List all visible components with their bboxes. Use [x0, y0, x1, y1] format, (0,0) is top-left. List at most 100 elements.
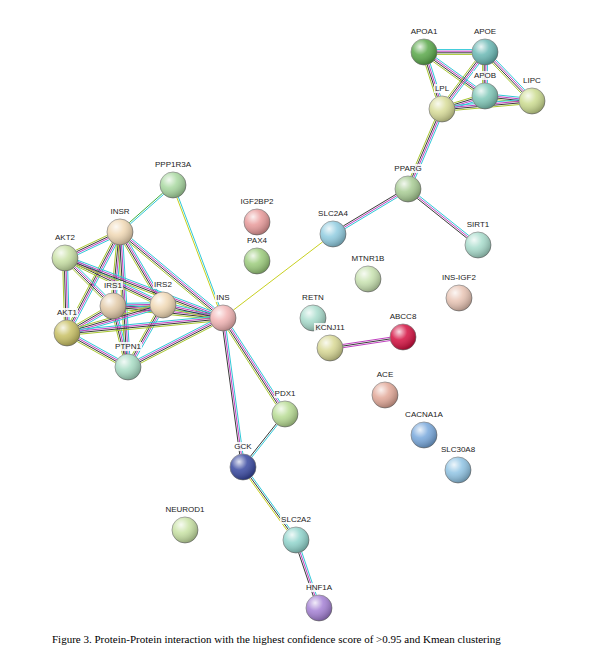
- evidence-line: [77, 262, 211, 313]
- evidence-line: [175, 310, 210, 317]
- interaction-edge: [175, 305, 211, 317]
- evidence-line: [436, 58, 476, 87]
- protein-label: HNF1A: [305, 583, 333, 592]
- protein-label: APOA1: [410, 27, 439, 36]
- protein-sphere: [410, 421, 438, 449]
- protein-label: INS-IGF2: [441, 273, 477, 282]
- protein-sphere: [371, 381, 399, 409]
- protein-node: INS-IGF2: [441, 273, 477, 312]
- protein-node: SIRT1: [464, 220, 492, 259]
- protein-label: PPP1R3A: [154, 160, 192, 169]
- protein-node: LPL: [428, 84, 456, 123]
- protein-sphere: [243, 208, 271, 236]
- protein-sphere: [114, 353, 142, 381]
- protein-node: SLC30A8: [440, 445, 476, 484]
- evidence-line: [78, 340, 116, 361]
- protein-node: KCNJ11: [314, 323, 345, 362]
- evidence-line: [250, 424, 276, 457]
- evidence-line: [141, 326, 213, 363]
- evidence-line: [77, 238, 108, 253]
- protein-sphere: [354, 265, 382, 293]
- protein-sphere: [394, 175, 422, 203]
- evidence-line: [130, 194, 164, 224]
- interaction-edge: [250, 424, 277, 458]
- protein-label: AKT2: [54, 233, 76, 242]
- protein-label: SLC30A8: [440, 445, 476, 454]
- protein-sphere: [99, 292, 127, 320]
- evidence-line: [226, 331, 243, 454]
- protein-sphere: [209, 304, 237, 332]
- evidence-line: [80, 337, 118, 358]
- interaction-edge: [138, 322, 212, 363]
- interaction-edge: [417, 196, 469, 238]
- protein-node: ACE: [371, 370, 399, 409]
- protein-label: PDX1: [274, 389, 297, 398]
- evidence-line: [77, 311, 101, 325]
- protein-node: PPARG: [393, 164, 422, 203]
- protein-node: AKT2: [51, 233, 79, 272]
- protein-label: SLC2A2: [280, 515, 312, 524]
- protein-node: IRS2: [149, 280, 177, 319]
- protein-node: PDX1: [271, 389, 299, 428]
- interaction-edge: [492, 60, 524, 94]
- evidence-line: [252, 425, 278, 458]
- interaction-edge: [437, 50, 472, 55]
- protein-sphere: [229, 453, 257, 481]
- protein-node: NEUROD1: [164, 505, 205, 544]
- evidence-line: [139, 323, 211, 360]
- evidence-line: [77, 263, 211, 314]
- protein-sphere: [428, 95, 456, 123]
- protein-label: GCK: [233, 442, 252, 451]
- protein-node: PTPN1: [114, 342, 142, 381]
- protein-node: MTNR1B: [351, 254, 386, 293]
- protein-node: IRS1: [99, 281, 127, 320]
- interaction-edge: [76, 260, 211, 315]
- protein-label: ABCC8: [389, 312, 418, 321]
- figure-caption: Figure 3. Protein-Protein interaction wi…: [52, 633, 592, 646]
- protein-node: INSR: [106, 207, 134, 246]
- protein-sphere: [471, 82, 499, 110]
- protein-label: SIRT1: [466, 220, 491, 229]
- protein-node: LIPC: [518, 76, 546, 115]
- evidence-line: [493, 62, 522, 92]
- evidence-line: [343, 339, 390, 346]
- protein-node: SLC2A2: [280, 515, 312, 554]
- protein-label: IRS1: [103, 281, 123, 290]
- protein-node: IGF2BP2: [240, 197, 275, 236]
- evidence-line: [229, 329, 277, 403]
- interaction-edge: [228, 328, 280, 405]
- protein-label: MTNR1B: [351, 254, 386, 263]
- evidence-line: [140, 325, 212, 362]
- interaction-edge: [223, 331, 243, 455]
- protein-sphere: [282, 526, 310, 554]
- evidence-line: [78, 260, 212, 311]
- protein-sphere: [389, 323, 417, 351]
- evidence-line: [437, 54, 472, 55]
- protein-node: INS: [209, 293, 237, 332]
- evidence-line: [77, 341, 115, 362]
- protein-sphere: [305, 594, 333, 622]
- evidence-line: [231, 328, 279, 402]
- protein-sphere: [518, 87, 546, 115]
- protein-sphere: [464, 231, 492, 259]
- interaction-edge: [129, 193, 164, 224]
- evidence-line: [223, 331, 240, 454]
- evidence-line: [437, 52, 472, 53]
- evidence-line: [138, 322, 210, 359]
- protein-sphere: [171, 516, 199, 544]
- interaction-edge: [177, 197, 219, 306]
- protein-label: APOE: [473, 27, 497, 36]
- protein-label: IRS2: [153, 280, 173, 289]
- protein-node: HNF1A: [305, 583, 333, 622]
- protein-label: PPARG: [393, 164, 422, 173]
- evidence-line: [437, 49, 472, 50]
- evidence-line: [76, 235, 107, 250]
- evidence-line: [80, 318, 210, 331]
- protein-node: ABCC8: [389, 312, 418, 351]
- protein-label: NEUROD1: [164, 505, 205, 514]
- evidence-line: [80, 320, 210, 333]
- evidence-line: [495, 61, 524, 91]
- protein-node: SLC2A4: [317, 209, 349, 248]
- protein-label: INSR: [109, 207, 130, 216]
